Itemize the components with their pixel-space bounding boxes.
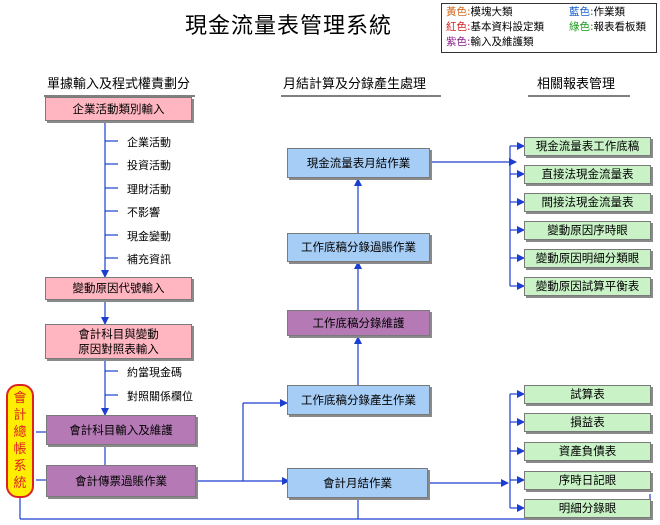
mapping-field-item: 對照關係欄位 [127,390,193,403]
legend-blue-prefix: 藍色: [569,6,594,18]
page-title: 現金流量表管理系統 [185,14,393,39]
report-reason-trial-balance[interactable]: 變動原因試算平衡表 [524,277,651,296]
general-ledger-system-label: 會計總帳系統 [6,384,34,498]
legend-green-prefix: 綠色: [569,21,594,33]
legend-blue-text: 作業類 [593,6,626,18]
legend-green-text: 報表看板類 [593,21,647,33]
section-header-middle: 月結計算及分錄產生處理 [283,77,427,92]
cash-flow-month-end-box[interactable]: 現金流量表月結作業 [287,148,430,178]
legend-yellow-prefix: 黃色: [446,6,471,18]
report-direct-method[interactable]: 直接法現金流量表 [524,165,651,184]
mapping-input-line-2: 原因對照表輸入 [78,341,159,356]
voucher-posting-box[interactable]: 會計傳票過賬作業 [46,465,196,497]
report-reason-ledger[interactable]: 變動原因明細分類眼 [524,249,651,268]
report-detail-ledger[interactable]: 明細分錄眼 [524,499,651,518]
activity-item: 理財活動 [127,183,171,196]
report-income-statement[interactable]: 損益表 [524,413,651,432]
section-header-left: 單據輸入及程式權責劃分 [47,77,191,92]
report-cf-worksheet[interactable]: 現金流量表工作底稿 [524,137,651,156]
legend-red-text: 基本資料設定類 [470,21,545,33]
accounting-month-end-box[interactable]: 會計月結作業 [287,468,428,498]
general-ledger-system-text: 會計總帳系統 [13,391,27,491]
activity-item: 投資活動 [127,159,171,172]
color-legend: 黃色:模塊大類 藍色:作業類 紅色:基本資料設定類 綠色:報表看板類 紫色:輸入… [441,3,657,53]
legend-purple-text: 輸入及維護類 [470,36,534,48]
report-indirect-method[interactable]: 間接法現金流量表 [524,193,651,212]
worksheet-generation-box[interactable]: 工作底稿分錄產生作業 [287,385,430,415]
legend-red-prefix: 紅色: [446,21,471,33]
activity-item: 補充資訊 [127,253,171,266]
report-balance-sheet[interactable]: 資產負債表 [524,442,651,461]
legend-yellow-text: 模塊大類 [470,6,513,18]
worksheet-maintenance-box[interactable]: 工作底稿分錄維護 [287,310,430,336]
activity-item: 現金變動 [127,230,171,243]
report-trial-balance[interactable]: 試算表 [524,385,651,404]
mapping-field-item: 約當現金碼 [127,366,182,379]
activity-item: 不影響 [127,206,160,219]
worksheet-posting-box[interactable]: 工作底稿分錄過賬作業 [287,233,430,262]
report-reason-journal[interactable]: 變動原因序時眼 [524,221,651,240]
account-maintenance-box[interactable]: 會計科目輸入及維護 [46,415,196,445]
account-reason-mapping-input-box[interactable]: 會計科目與變動 原因對照表輸入 [45,324,192,359]
legend-purple-prefix: 紫色: [446,36,471,48]
section-header-right: 相關報表管理 [537,77,616,92]
activity-type-input-box[interactable]: 企業活動類別輸入 [45,97,192,121]
report-daily-journal[interactable]: 序時日記眼 [524,471,651,490]
activity-item: 企業活動 [127,136,171,149]
reason-code-input-box[interactable]: 變動原因代號輸入 [45,277,192,300]
mapping-input-line-1: 會計科目與變動 [78,326,159,341]
